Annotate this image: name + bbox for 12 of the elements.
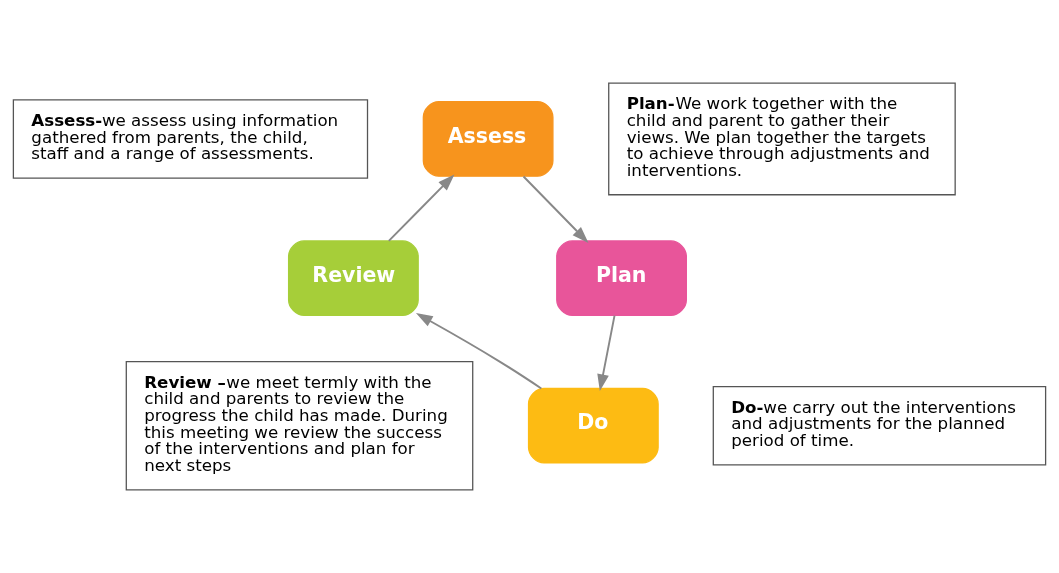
node-box: Plan [556,240,687,316]
node-box: Review [287,240,419,316]
node-box: Do [527,387,659,464]
node-box: Assess-we assess using information gathered from parents, the child, staff and a range of assessments. [12,99,369,179]
arrow [387,174,455,242]
node-box: Plan-We work together with the child and parent to gather their views. We plan together the targets to achieve through adjustments and interventions. [608,82,956,196]
node-box: Do-we carry out the interventions and adjustments for the planned period of time. [712,385,1047,466]
arrow [597,314,616,392]
arrow [415,313,543,390]
node-box: Review –we meet termly with the child and parents to review the progress the child has made. During this meeting we review the success of the interventions and plan for next steps [125,360,474,491]
node-box: Assess [422,101,554,177]
arrow [522,175,589,243]
